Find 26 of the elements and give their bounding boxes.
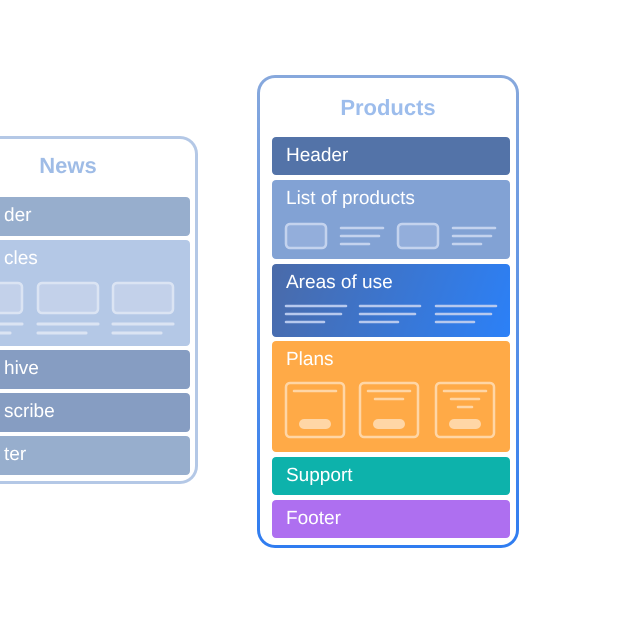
- section-block: [0, 240, 190, 346]
- section-block: [272, 264, 510, 337]
- section-block: [272, 137, 510, 175]
- section-label: ter: [4, 444, 26, 466]
- section-block: [272, 180, 510, 259]
- section-block: [0, 350, 190, 389]
- section-block: [272, 457, 510, 495]
- page-card: [257, 75, 519, 548]
- card-title: News: [38, 153, 98, 179]
- section-label: Header: [286, 145, 348, 167]
- section-label: List of products: [286, 188, 415, 210]
- section-label: Areas of use: [286, 272, 393, 294]
- section-block: [0, 436, 190, 475]
- section-label: cles: [4, 248, 38, 270]
- section-block: [0, 393, 190, 432]
- section-label: hive: [4, 358, 39, 380]
- card-title: Products: [339, 95, 437, 121]
- section-label: scribe: [4, 401, 55, 423]
- section-label: Footer: [286, 508, 341, 530]
- section-block: [272, 500, 510, 538]
- section-label: Plans: [286, 349, 334, 371]
- section-block: [272, 341, 510, 452]
- section-label: der: [4, 205, 32, 227]
- page-card: [0, 136, 198, 484]
- section-label: Support: [286, 465, 353, 487]
- section-block: [0, 197, 190, 236]
